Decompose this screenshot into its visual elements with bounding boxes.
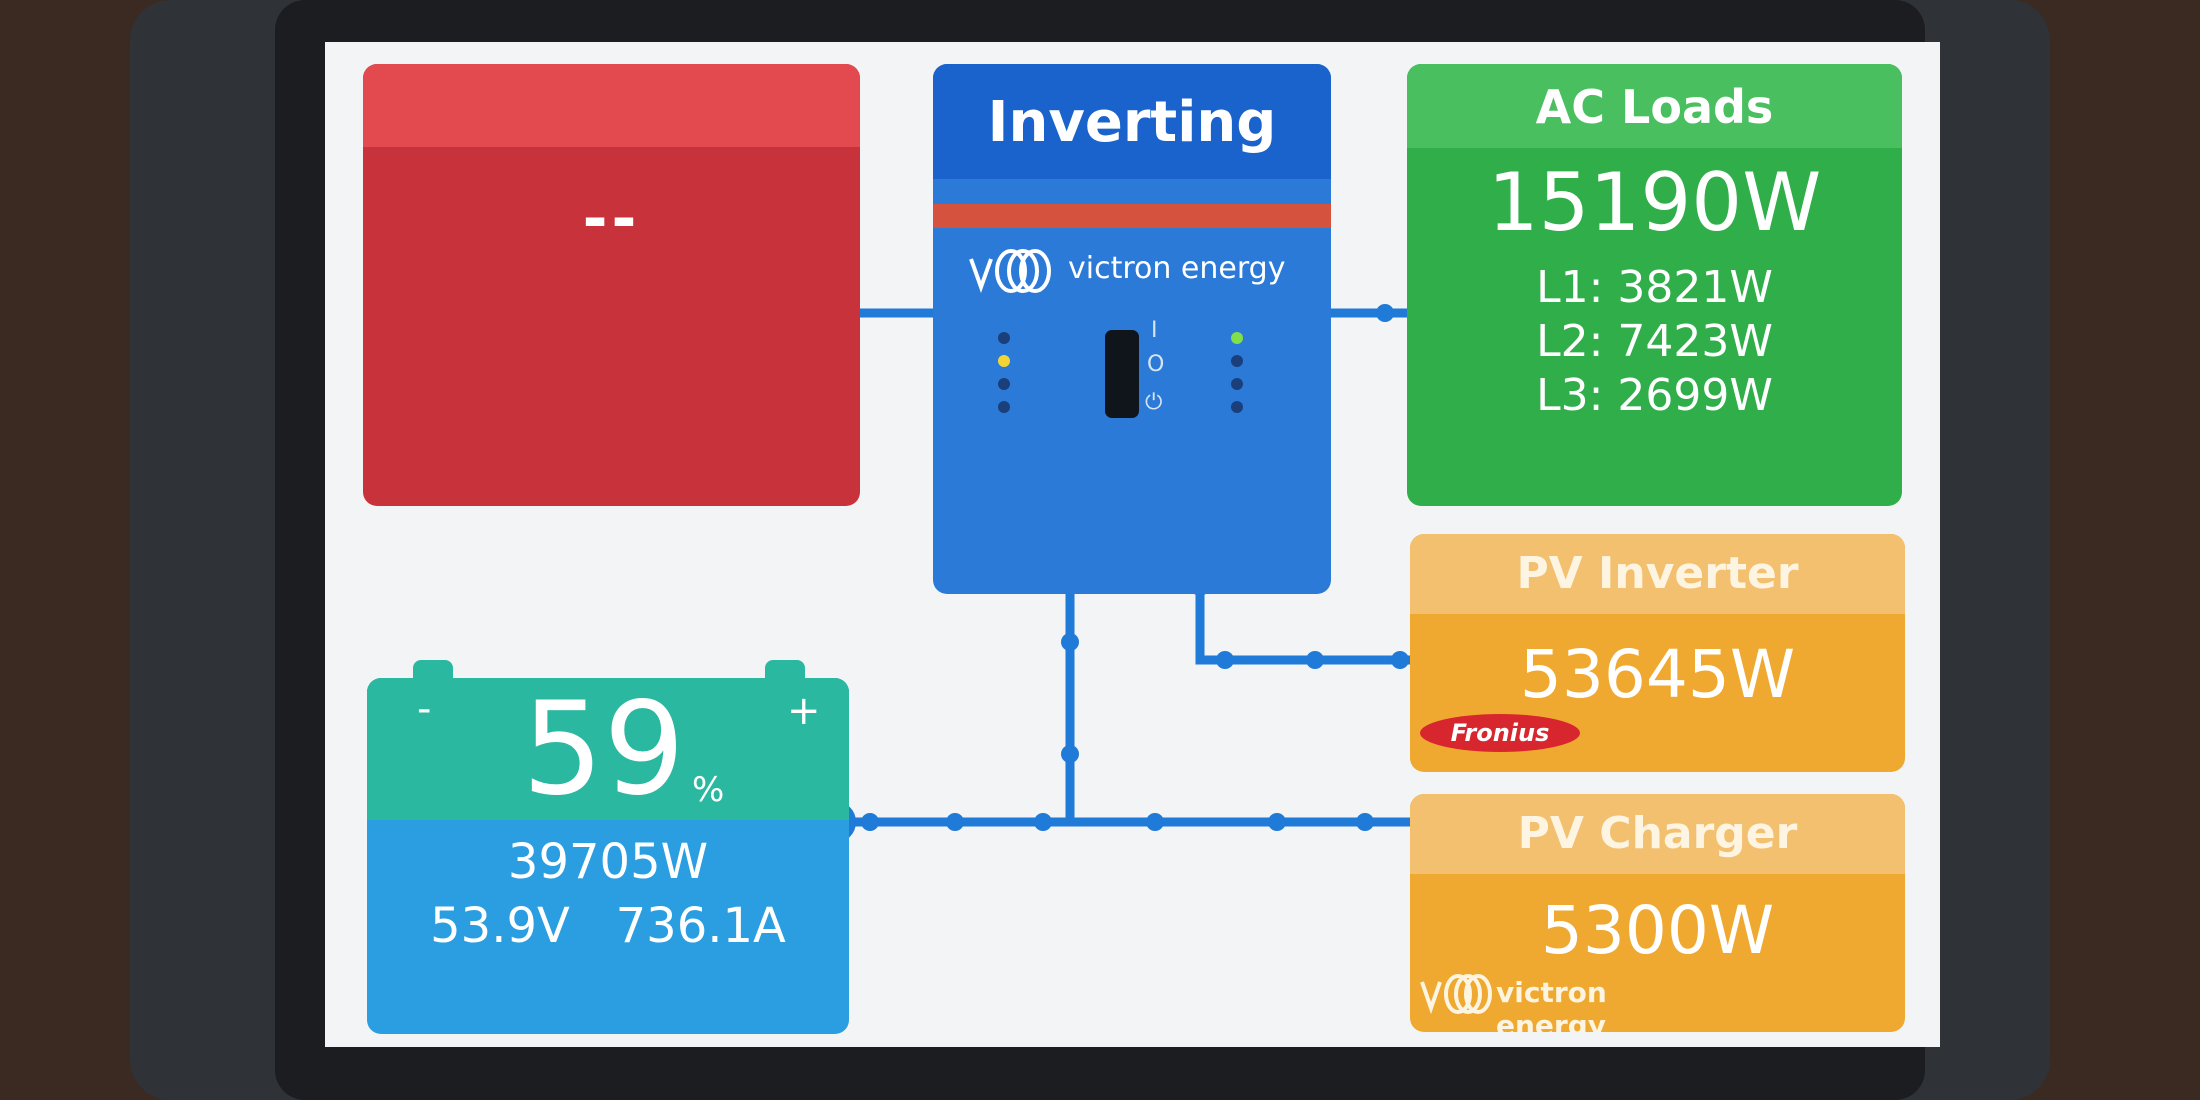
victron-swirl-icon <box>969 249 1051 293</box>
ac-loads-title: AC Loads <box>1535 80 1774 134</box>
pv-charger-title: PV Charger <box>1517 808 1798 859</box>
inverter-header: Inverting <box>933 64 1331 179</box>
switch-off-symbol: O <box>1147 352 1165 377</box>
battery-tile[interactable]: - + 59 % 39705W 53.9V 736.1A <box>367 678 849 1034</box>
led-indicator <box>1231 401 1243 413</box>
pv-inverter-header: PV Inverter <box>1410 534 1905 614</box>
victron-brand-text: victron energy <box>1068 251 1286 286</box>
led-indicator <box>998 401 1010 413</box>
victron-logo: victron energy <box>963 239 1323 299</box>
inverter-switch[interactable] <box>1105 330 1139 418</box>
ac-loads-header: AC Loads <box>1407 64 1902 148</box>
victron-swirl-icon <box>1420 974 1492 1015</box>
power-icon: ⏻ <box>1145 390 1163 415</box>
led-indicator <box>998 332 1010 344</box>
pv-charger-value: 5300W <box>1540 892 1775 969</box>
battery-plus-sign: + <box>787 688 821 734</box>
switch-on-symbol: I <box>1151 318 1158 343</box>
inverter-stripe <box>933 204 1331 228</box>
battery-soc-value: 59 <box>522 678 685 824</box>
victron-logo: victron energy <box>1416 964 1716 1032</box>
battery-voltage-current: 53.9V 736.1A <box>430 898 786 954</box>
pv-charger-header: PV Charger <box>1410 794 1905 874</box>
led-indicator <box>1231 378 1243 390</box>
led-indicator <box>1231 355 1243 367</box>
led-indicator-yellow <box>998 355 1010 367</box>
victron-brand-text: victron energy <box>1496 976 1607 1032</box>
battery-minus-sign: - <box>417 686 432 732</box>
display-screen: -- Inverting victron energy I O ⏻ <box>325 42 1940 1047</box>
ac-loads-total: 15190W <box>1487 156 1822 249</box>
led-indicator-green <box>1231 332 1243 344</box>
ac-loads-phase-l3: L3: 2699W <box>1536 370 1773 421</box>
pv-inverter-tile[interactable]: PV Inverter 53645W Fronius <box>1410 534 1905 772</box>
battery-power: 39705W <box>507 834 709 890</box>
ac-input-value: -- <box>582 184 641 254</box>
pv-inverter-title: PV Inverter <box>1516 548 1799 599</box>
pv-charger-tile[interactable]: PV Charger 5300W victron energy <box>1410 794 1905 1032</box>
battery-soc-section <box>367 678 849 820</box>
pv-inverter-value: 53645W <box>1519 636 1796 713</box>
led-indicator <box>998 378 1010 390</box>
fronius-logo-text: Fronius <box>1451 719 1550 747</box>
ac-input-tile[interactable]: -- <box>363 64 860 506</box>
ac-loads-tile[interactable]: AC Loads 15190W L1: 3821W L2: 7423W L3: … <box>1407 64 1902 506</box>
ac-loads-phase-l1: L1: 3821W <box>1536 262 1773 313</box>
ac-input-header <box>363 64 860 147</box>
fronius-logo: Fronius <box>1420 714 1580 752</box>
inverter-status: Inverting <box>987 90 1277 155</box>
inverter-tile[interactable]: Inverting victron energy I O ⏻ <box>933 64 1331 594</box>
ac-loads-phase-l2: L2: 7423W <box>1536 316 1773 367</box>
battery-soc-unit: % <box>692 770 725 810</box>
